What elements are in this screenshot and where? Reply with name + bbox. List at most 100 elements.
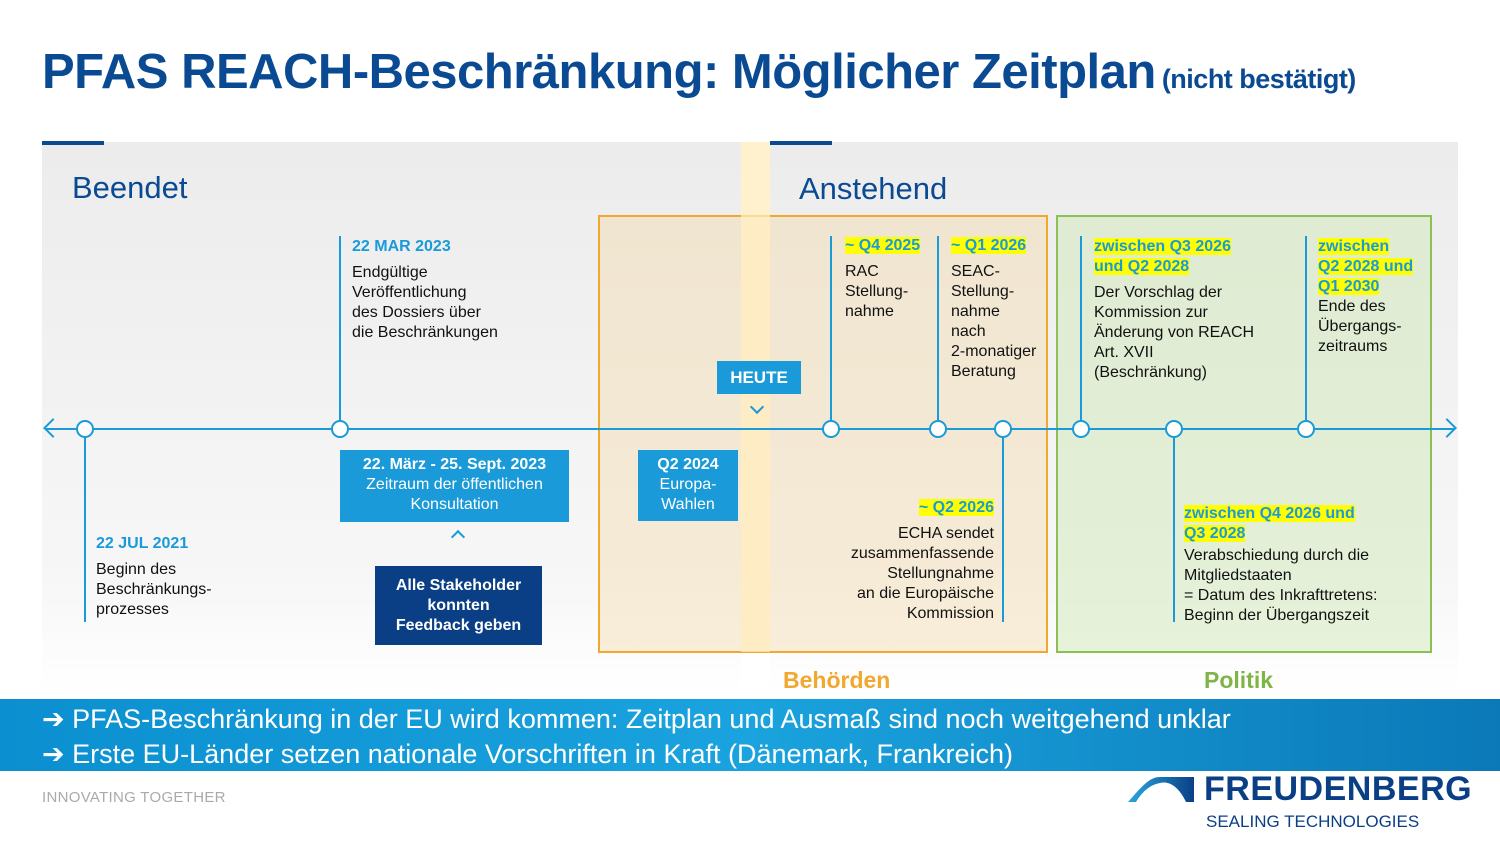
today-marker-stripe — [741, 142, 770, 652]
page-title: PFAS REACH-Beschränkung: Möglicher Zeitp… — [42, 44, 1356, 100]
panel-accent — [770, 141, 832, 145]
connector — [830, 236, 832, 430]
line: des Dossiers über — [352, 304, 481, 321]
line: Änderung von REACH — [1094, 324, 1255, 341]
line: die Beschränkungen — [352, 324, 498, 341]
section-title-upcoming: Anstehend — [799, 171, 948, 206]
line: SEAC- — [951, 263, 1000, 280]
logo-name: FREUDENBERG — [1204, 770, 1473, 808]
line: Alle Stakeholder — [395, 577, 522, 594]
title-note: (nicht bestätigt) — [1161, 64, 1357, 94]
event-date: Q2 2028 und — [1318, 258, 1414, 275]
line: Mitgliedstaaten — [1184, 567, 1292, 584]
line: Veröffentlichung — [352, 284, 467, 301]
line: Kommission zur — [1094, 304, 1208, 321]
event-date: Q1 2030 — [1318, 278, 1380, 295]
freudenberg-logo-icon — [1128, 777, 1194, 802]
milestone-dot — [822, 420, 840, 438]
section-title-done: Beendet — [72, 170, 188, 205]
line: 2-monatiger — [951, 343, 1037, 360]
connector — [84, 430, 86, 622]
milestone-dot — [929, 420, 947, 438]
milestone-dot — [1165, 420, 1183, 438]
event-date: und Q2 2028 — [1094, 258, 1190, 275]
group-label-authorities: Behörden — [783, 667, 891, 693]
line: Stellung- — [951, 283, 1015, 300]
line: Zeitraum der öffentlichen — [366, 476, 543, 493]
panel-accent — [42, 141, 104, 145]
line: (Beschränkung) — [1094, 364, 1207, 381]
group-label-politics: Politik — [1204, 667, 1274, 693]
event-date: zwischen — [1318, 238, 1390, 255]
line: Beginn des — [96, 561, 177, 578]
connector — [937, 236, 939, 430]
connector — [1305, 236, 1307, 430]
milestone-dot — [1072, 420, 1090, 438]
line: konnten — [427, 597, 490, 614]
connector — [1002, 430, 1004, 622]
connector — [1080, 236, 1082, 430]
banner-line: ➔ PFAS-Beschränkung in der EU wird komme… — [42, 704, 1231, 734]
line: ECHA sendet — [897, 525, 994, 542]
line: Beschränkungs- — [96, 581, 212, 598]
line: nach — [951, 323, 986, 340]
line: nahme — [845, 303, 894, 320]
summary-banner: ➔ PFAS-Beschränkung in der EU wird komme… — [0, 699, 1500, 771]
line: Übergangs- — [1318, 318, 1402, 335]
line: 22. März - 25. Sept. 2023 — [362, 456, 547, 473]
event-date: zwischen Q4 2026 und — [1184, 505, 1355, 522]
line: Europa- — [659, 476, 717, 493]
line: zusammenfassende — [850, 545, 994, 562]
line: Q2 2024 — [657, 456, 719, 473]
line: Endgültige — [352, 264, 428, 281]
line: Beratung — [951, 363, 1016, 380]
line: Feedback geben — [395, 617, 522, 634]
event-q1-2026: ~ Q1 2026 SEAC- Stellung-nahme nach 2-monat… — [951, 236, 1036, 382]
panel-upcoming — [770, 142, 1458, 692]
line: prozesses — [96, 601, 169, 618]
title-main: PFAS REACH-Beschränkung: Möglicher Zeitp… — [42, 45, 1156, 99]
banner-line: ➔ Erste EU-Länder setzen nationale Vorsc… — [42, 739, 1014, 769]
line: an die Europäische — [857, 585, 994, 602]
logo-subtitle: SEALING TECHNOLOGIES — [1206, 812, 1420, 831]
milestone-dot — [331, 420, 349, 438]
line: Ende des — [1318, 298, 1386, 315]
authorities-region — [598, 215, 1048, 653]
line: = Datum des Inkrafttretens: — [1184, 587, 1378, 604]
milestone-dot — [76, 420, 94, 438]
today-badge: HEUTE — [717, 361, 801, 394]
line: Der Vorschlag der — [1094, 284, 1223, 301]
connector — [339, 236, 341, 430]
event-date: 22 MAR 2023 — [352, 238, 451, 255]
timeline-axis — [46, 428, 1454, 430]
connector — [1173, 430, 1175, 622]
line: Wahlen — [661, 496, 715, 513]
event-date: ~ Q1 2026 — [951, 237, 1027, 254]
milestone-dot — [994, 420, 1012, 438]
milestone-dot — [1297, 420, 1315, 438]
line: Stellungnahme — [887, 565, 994, 582]
line: nahme — [951, 303, 1000, 320]
event-date: ~ Q2 2026 — [918, 499, 994, 516]
line: Kommission — [906, 605, 994, 622]
footer-tagline: INNOVATING TOGETHER — [42, 789, 226, 806]
event-date: 22 JUL 2021 — [96, 535, 189, 552]
line: Verabschiedung durch die — [1184, 547, 1370, 564]
